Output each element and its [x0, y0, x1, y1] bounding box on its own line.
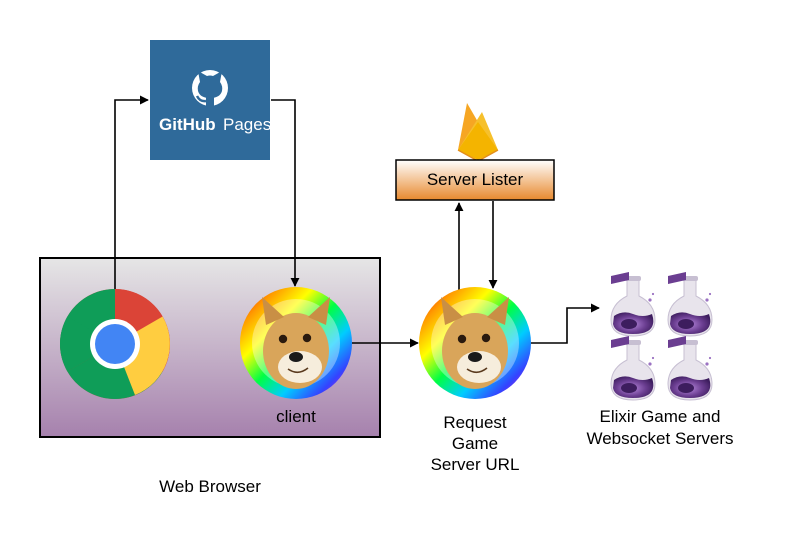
client-label: client — [276, 407, 316, 426]
github-pages-icon: GitHub Pages — [150, 40, 271, 160]
elixir-flask-icon — [610, 335, 656, 401]
request-label: Request Game Server URL — [431, 413, 520, 474]
request-label-line-3: Server URL — [431, 455, 520, 474]
elixir-servers-group — [610, 271, 713, 401]
github-brand-text: GitHub — [159, 115, 216, 134]
chrome-icon — [60, 289, 170, 399]
arrow-chrome-to-github — [114, 95, 149, 292]
doge-request-icon — [418, 286, 532, 400]
arrow-github-to-client — [271, 99, 300, 287]
arrow-request-to-elixir — [531, 303, 600, 344]
web-browser-label: Web Browser — [159, 477, 261, 496]
elixir-label-line-1: Elixir Game and — [600, 407, 721, 426]
server-lister-box: Server Lister — [395, 159, 555, 201]
elixir-flask-icon — [667, 335, 713, 401]
elixir-flask-icon — [610, 271, 656, 337]
server-lister-label: Server Lister — [427, 170, 524, 189]
firebase-icon — [457, 103, 499, 162]
elixir-label-line-2: Websocket Servers — [586, 429, 733, 448]
elixir-label: Elixir Game and Websocket Servers — [586, 407, 733, 448]
doge-client-icon — [239, 286, 353, 400]
request-label-line-2: Game — [452, 434, 498, 453]
github-octocat-icon — [192, 70, 228, 106]
connector-arrows — [114, 95, 600, 348]
elixir-flask-icon — [667, 271, 713, 337]
request-label-line-1: Request — [443, 413, 507, 432]
github-product-text: Pages — [223, 115, 271, 134]
